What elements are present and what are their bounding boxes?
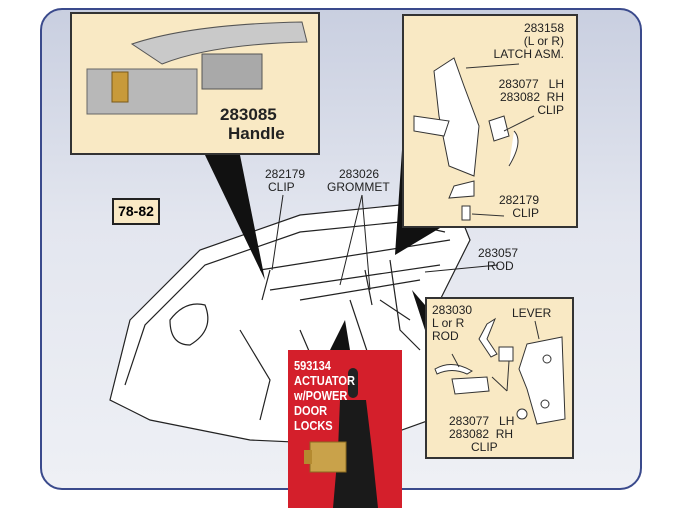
lever-rod-number: 283030 bbox=[432, 303, 473, 317]
lever-label: LEVER bbox=[512, 306, 552, 320]
lever-illustration bbox=[434, 317, 566, 425]
latch-clip-name: CLIP bbox=[537, 103, 564, 117]
clip-label-name: CLIP bbox=[268, 180, 295, 194]
actuator-line3: DOOR bbox=[294, 403, 328, 418]
lever-inset: 283030 L or R ROD LEVER 283077 LH 283082… bbox=[425, 297, 574, 459]
latch-callout-pointer bbox=[395, 150, 440, 255]
actuator-line2: w/POWER bbox=[294, 388, 348, 403]
lever-clip-lh: 283077 LH bbox=[449, 414, 515, 428]
latch-clip-rh: 283082 RH bbox=[499, 90, 564, 104]
actuator-label: 593134 ACTUATOR w/POWER DOOR LOCKS bbox=[294, 358, 355, 433]
handle-illustration bbox=[86, 21, 308, 115]
handle-callout-pointer bbox=[205, 155, 265, 280]
actuator-line1: ACTUATOR bbox=[294, 373, 355, 388]
actuator-photo: 593134 ACTUATOR w/POWER DOOR LOCKS bbox=[288, 350, 402, 508]
lever-rod-name: ROD bbox=[432, 329, 459, 343]
actuator-callout-pointer bbox=[330, 320, 350, 350]
grommet-label-number: 283026 bbox=[339, 167, 380, 181]
lever-rod-variant: L or R bbox=[432, 316, 465, 330]
handle-part-number: 283085 bbox=[220, 105, 277, 124]
latch-part-number: 283158 bbox=[523, 21, 564, 35]
lower-clip-name: CLIP bbox=[512, 206, 539, 220]
lever-clip-rh: 283082 RH bbox=[449, 427, 514, 441]
grommet-label-name: GROMMET bbox=[327, 180, 390, 194]
actuator-part-number: 593134 bbox=[294, 358, 331, 373]
rod-label-name: ROD bbox=[487, 259, 514, 273]
handle-part-name: Handle bbox=[228, 124, 285, 143]
latch-variant: (L or R) bbox=[523, 34, 564, 48]
latch-illustration bbox=[413, 57, 535, 221]
lever-callout-pointer bbox=[412, 290, 425, 330]
handle-inset: 283085 Handle bbox=[70, 12, 320, 155]
latch-clip-lh: 283077 LH bbox=[498, 77, 564, 91]
latch-name: LATCH ASM. bbox=[493, 47, 564, 61]
lower-clip-number: 282179 bbox=[498, 193, 539, 207]
actuator-illustration bbox=[304, 368, 378, 508]
actuator-line4: LOCKS bbox=[294, 418, 333, 433]
latch-inset: 283158 (L or R) LATCH ASM. 283077 LH 283… bbox=[402, 14, 578, 228]
lever-clip-name: CLIP bbox=[471, 440, 498, 454]
year-range-badge: 78-82 bbox=[112, 198, 160, 225]
rod-label-number: 283057 bbox=[478, 246, 519, 260]
clip-label-number: 282179 bbox=[265, 167, 306, 181]
